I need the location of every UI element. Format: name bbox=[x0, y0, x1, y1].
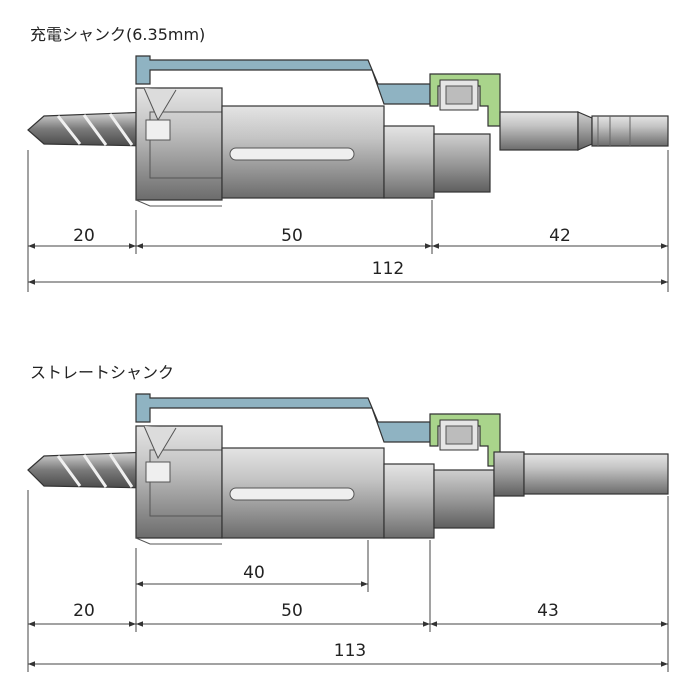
bottom-drill-bit bbox=[27, 451, 151, 489]
top-dim-drill: 20 bbox=[73, 226, 95, 246]
top-green-nut bbox=[429, 73, 501, 127]
bottom-section: ストレートシャンク bbox=[27, 363, 669, 672]
bottom-dimensions: 40 20 50 43 113 bbox=[27, 490, 669, 672]
top-drill-bit bbox=[27, 111, 151, 147]
top-dim-total: 112 bbox=[372, 259, 404, 279]
top-section: 充電シャンク(6.35mm) bbox=[27, 25, 669, 292]
bottom-dim-body: 50 bbox=[281, 601, 303, 621]
top-shaft bbox=[221, 105, 491, 199]
bottom-cutter-body bbox=[135, 425, 223, 545]
top-dim-shank: 42 bbox=[549, 226, 571, 246]
top-dimensions: 20 50 42 112 bbox=[27, 150, 669, 292]
top-dim-body: 50 bbox=[281, 226, 303, 246]
top-hex-shank bbox=[499, 111, 669, 151]
top-cutter-body bbox=[135, 87, 223, 207]
bottom-straight-shank bbox=[493, 451, 669, 497]
bottom-green-nut bbox=[429, 413, 501, 467]
bottom-dim-total: 113 bbox=[334, 641, 366, 661]
bottom-dim-drill: 20 bbox=[73, 601, 95, 621]
bottom-dim-inner: 40 bbox=[243, 563, 265, 583]
bottom-shaft bbox=[221, 447, 495, 539]
top-title: 充電シャンク(6.35mm) bbox=[30, 25, 205, 44]
bottom-title: ストレートシャンク bbox=[30, 363, 174, 382]
bottom-dim-shank: 43 bbox=[537, 601, 559, 621]
